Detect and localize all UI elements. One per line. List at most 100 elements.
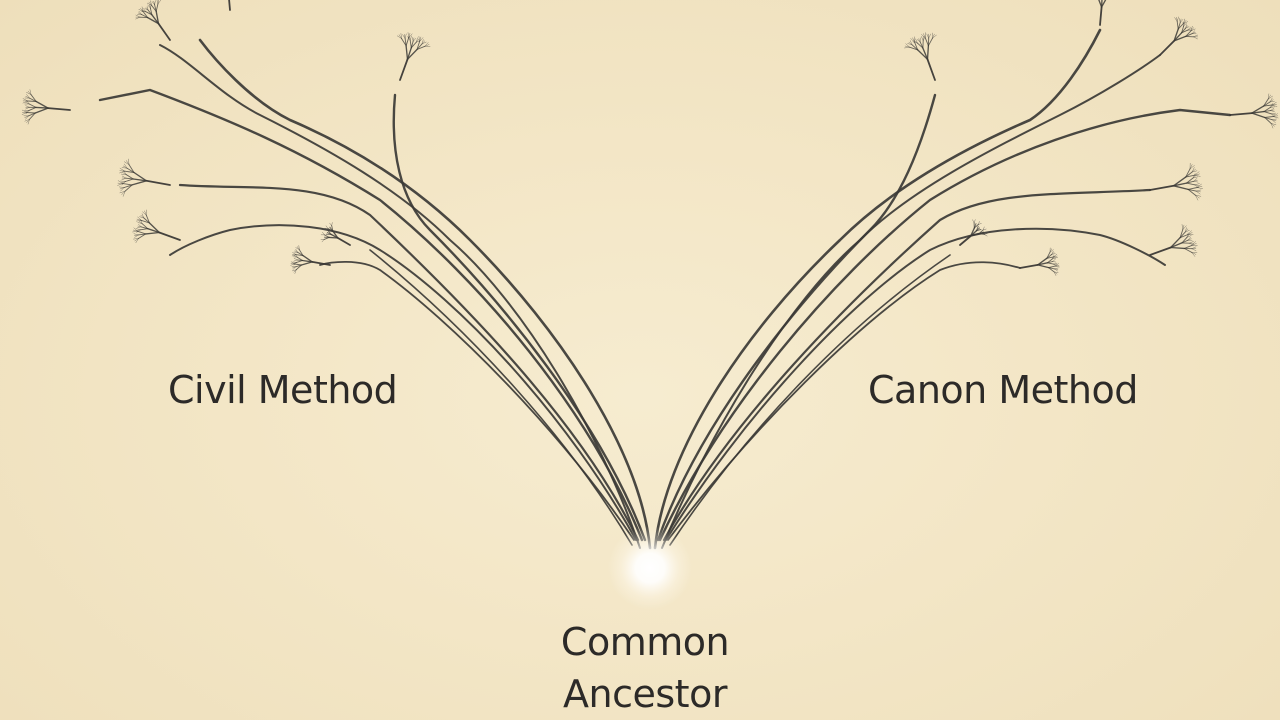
right-twig-5 <box>1187 188 1196 196</box>
left-twig-4 <box>151 1 155 6</box>
left-branch-6 <box>169 224 637 541</box>
right-twig-4 <box>1176 17 1178 22</box>
right-twig-4 <box>1191 31 1196 34</box>
left-twig-7 <box>292 266 296 269</box>
left-twig-2 <box>416 41 421 50</box>
left-twig-6 <box>133 238 139 240</box>
common-ancestor-glow-node <box>608 526 692 610</box>
left-twig-3 <box>25 115 29 120</box>
right-twig-7 <box>1051 252 1055 255</box>
right-twig-4 <box>1193 36 1198 40</box>
left-twig-3 <box>27 90 32 95</box>
left-twig-5 <box>122 172 127 175</box>
left-twig-3 <box>28 103 37 108</box>
left-branch-4 <box>159 44 641 549</box>
right-twig-6 <box>1186 235 1192 238</box>
right-twig-2 <box>908 41 913 46</box>
right-twig-2 <box>905 43 910 48</box>
left-twig-6 <box>137 226 142 228</box>
right-twig-3 <box>1271 101 1277 106</box>
left-twig-4 <box>145 7 149 11</box>
left-twig-3 <box>21 109 28 113</box>
right-twig-6 <box>1179 229 1184 239</box>
left-twig-5 <box>118 186 125 188</box>
left-twig-6 <box>141 223 149 230</box>
left-twig-5 <box>119 190 126 194</box>
left-twig-7 <box>302 254 313 263</box>
left-twig-3 <box>21 112 28 115</box>
right-twig-5 <box>1194 173 1200 176</box>
left-twig-5 <box>123 170 127 175</box>
right-twig-5 <box>1191 167 1195 173</box>
left-twig-2 <box>404 37 407 47</box>
left-twig-7 <box>311 261 331 266</box>
right-twig-8 <box>982 226 985 231</box>
left-twig-3 <box>24 115 29 118</box>
left-twig-5 <box>122 165 128 169</box>
left-twig-2 <box>399 58 409 81</box>
right-twig-8 <box>982 228 987 231</box>
left-twig-5 <box>121 181 126 184</box>
right-twig-3 <box>1269 104 1274 108</box>
left-twig-2 <box>416 40 421 43</box>
right-twig-7 <box>1053 262 1058 265</box>
right-twig-5 <box>1194 174 1201 177</box>
left-twig-6 <box>137 233 147 236</box>
left-twig-3 <box>29 112 36 120</box>
right-twig-5 <box>1195 194 1200 199</box>
left-twig-5 <box>124 184 133 192</box>
right-twig-7 <box>1037 262 1049 266</box>
right-twig-3 <box>1263 98 1269 107</box>
right-twig-4 <box>1177 22 1181 30</box>
left-twig-3 <box>27 100 37 102</box>
left-branch-tree <box>21 0 652 550</box>
right-twig-4 <box>1182 21 1184 27</box>
right-twig-7 <box>1046 261 1054 264</box>
left-twig-6 <box>138 233 147 239</box>
left-twig-4 <box>141 6 144 12</box>
right-twig-2 <box>926 33 929 39</box>
right-twig-6 <box>1170 237 1181 249</box>
left-twig-2 <box>412 38 417 42</box>
left-twig-8 <box>337 237 351 246</box>
right-twig-5 <box>1196 187 1203 189</box>
left-twig-5 <box>119 187 125 190</box>
left-twig-8 <box>325 225 329 229</box>
right-twig-7 <box>1051 256 1056 260</box>
right-branch-4 <box>661 54 1161 549</box>
right-twig-8 <box>984 234 988 237</box>
left-twig-5 <box>121 190 126 195</box>
right-twig-8 <box>972 219 975 223</box>
left-twig-4 <box>142 9 147 12</box>
right-twig-5 <box>1194 184 1200 186</box>
right-twig-2 <box>911 44 919 51</box>
left-twig-5 <box>121 175 127 179</box>
right-twig-6 <box>1182 225 1187 230</box>
left-twig-2 <box>408 33 413 38</box>
left-twig-5 <box>121 167 128 169</box>
right-twig-2 <box>904 45 910 48</box>
right-twig-6 <box>1191 246 1197 249</box>
left-twig-4 <box>142 11 149 19</box>
right-twig-5 <box>1185 171 1193 178</box>
left-twig-3 <box>29 97 37 102</box>
right-twig-3 <box>1269 97 1273 103</box>
left-twig-3 <box>22 98 28 102</box>
left-twig-5 <box>123 184 133 188</box>
left-twig-4 <box>141 14 149 19</box>
left-twig-6 <box>141 219 150 224</box>
right-twig-1 <box>1100 0 1103 8</box>
left-twig-7 <box>298 249 304 257</box>
right-twig-4 <box>1185 33 1193 37</box>
right-branch-tree <box>653 0 1279 550</box>
left-twig-2 <box>409 36 411 41</box>
left-twig-4 <box>156 0 159 5</box>
left-twig-6 <box>136 229 141 231</box>
common-ancestor-label-line1: Common <box>560 620 730 664</box>
right-twig-7 <box>1037 264 1050 269</box>
right-twig-2 <box>922 47 929 60</box>
right-twig-7 <box>1053 255 1058 258</box>
left-twig-4 <box>157 0 162 5</box>
left-twig-7 <box>293 257 298 261</box>
left-twig-8 <box>321 239 325 243</box>
